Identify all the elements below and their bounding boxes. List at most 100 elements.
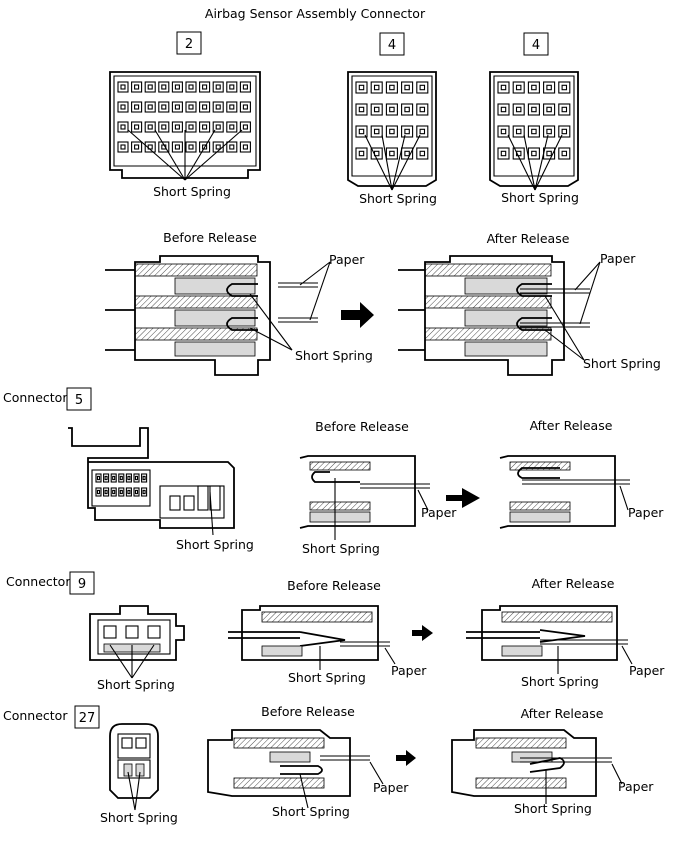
connector-2-number-box (176, 31, 202, 55)
pin-cell (512, 147, 525, 160)
pin-cell (558, 81, 571, 94)
connector-5-after-paper-label: Paper (628, 505, 664, 520)
pin-cell (355, 103, 368, 116)
pin-cell (385, 147, 398, 160)
pin-terminal (358, 150, 365, 157)
pin-cell (117, 121, 129, 133)
pin-cell (171, 121, 183, 133)
pin-terminal (515, 106, 522, 113)
pin-terminal (119, 475, 123, 481)
pin-cell (144, 101, 156, 113)
pin-terminal (561, 150, 568, 157)
pin-terminal (215, 144, 221, 150)
connector-9-after-figure (466, 605, 633, 674)
pin-terminal (112, 475, 116, 481)
pin-cell (158, 121, 170, 133)
connector-9-arrow-icon (412, 625, 433, 641)
connector-27-before-figure (207, 729, 384, 809)
connector-4b-housing (489, 71, 579, 187)
connector-9-before-figure (228, 605, 396, 670)
pin-terminal (188, 104, 194, 110)
pin-terminal (419, 150, 426, 157)
pin-cell (226, 81, 238, 93)
pin-cell (185, 121, 197, 133)
pin-terminal (147, 84, 153, 90)
connector-5-before-paper-label: Paper (421, 505, 457, 520)
pin-cell (370, 125, 383, 138)
connector-2-spring-lines (127, 129, 243, 181)
pin-terminal (188, 144, 194, 150)
pin-cell (239, 101, 251, 113)
pin-terminal (134, 144, 140, 150)
pin-terminal (500, 128, 507, 135)
pin-cell (226, 141, 238, 153)
pin-terminal (96, 475, 101, 481)
pin-cell (158, 101, 170, 113)
pin-cell (558, 147, 571, 160)
pin-terminal (147, 124, 153, 130)
pin-cell (401, 81, 414, 94)
pin-terminal (242, 104, 248, 110)
connector-9-before-short-spring-label: Short Spring (288, 670, 366, 685)
pin-terminal (202, 104, 208, 110)
pin-cell (199, 81, 211, 93)
connector-4a-number: 4 (388, 38, 396, 53)
pin-terminal (358, 128, 365, 135)
connector-4a-number-box (379, 32, 405, 56)
pin-cell (370, 81, 383, 94)
pin-cell (527, 125, 540, 138)
pin-cell (497, 147, 510, 160)
pin-terminal (373, 84, 380, 91)
pin-cell (133, 487, 140, 497)
pin-cell (185, 141, 197, 153)
pin-cell (199, 101, 211, 113)
pin-terminal (202, 84, 208, 90)
pin-cell (95, 487, 102, 497)
pin-terminal (531, 128, 537, 135)
pin-cell (226, 121, 238, 133)
connector-27-short-spring-label: Short Spring (100, 810, 178, 825)
pin-terminal (161, 124, 167, 130)
pin-cell (226, 101, 238, 113)
pin-cell (543, 103, 556, 116)
pin-terminal (358, 84, 365, 91)
pin-terminal (229, 84, 235, 90)
pin-cell (131, 81, 143, 93)
pin-terminal (119, 489, 123, 495)
pin-cell (416, 103, 429, 116)
pin-terminal (120, 84, 126, 90)
connector-4a-housing (347, 71, 437, 187)
pin-terminal (188, 84, 194, 90)
pin-cell (125, 473, 132, 483)
pin-terminal (242, 84, 248, 90)
connector-9-before-paper-label: Paper (391, 663, 427, 678)
pin-cell (171, 81, 183, 93)
pin-cell (117, 81, 129, 93)
pin-terminal (515, 128, 522, 135)
pin-terminal (389, 150, 395, 157)
pin-cell (385, 103, 398, 116)
connector-4b-number-box (523, 32, 549, 56)
pin-cell (185, 101, 197, 113)
pin-cell (117, 101, 129, 113)
pin-terminal (389, 128, 395, 135)
connector-27-number-box (74, 705, 100, 729)
pin-terminal (389, 106, 395, 113)
pin-cell (370, 147, 383, 160)
pin-terminal (419, 84, 426, 91)
pin-cell (543, 81, 556, 94)
pin-terminal (500, 84, 507, 91)
pin-cell (558, 125, 571, 138)
pin-terminal (546, 128, 552, 135)
pin-cell (512, 81, 525, 94)
connector-5-before-title: Before Release (315, 419, 409, 434)
pin-cell (370, 103, 383, 116)
pin-terminal (229, 124, 235, 130)
pin-cell (95, 473, 102, 483)
connector-5-front-figure (68, 427, 235, 536)
pin-cell (212, 121, 224, 133)
connector-9-prefix: Connector (6, 574, 71, 589)
connector-9-after-paper-label: Paper (629, 663, 665, 678)
connector-9-short-spring-label: Short Spring (97, 677, 175, 692)
